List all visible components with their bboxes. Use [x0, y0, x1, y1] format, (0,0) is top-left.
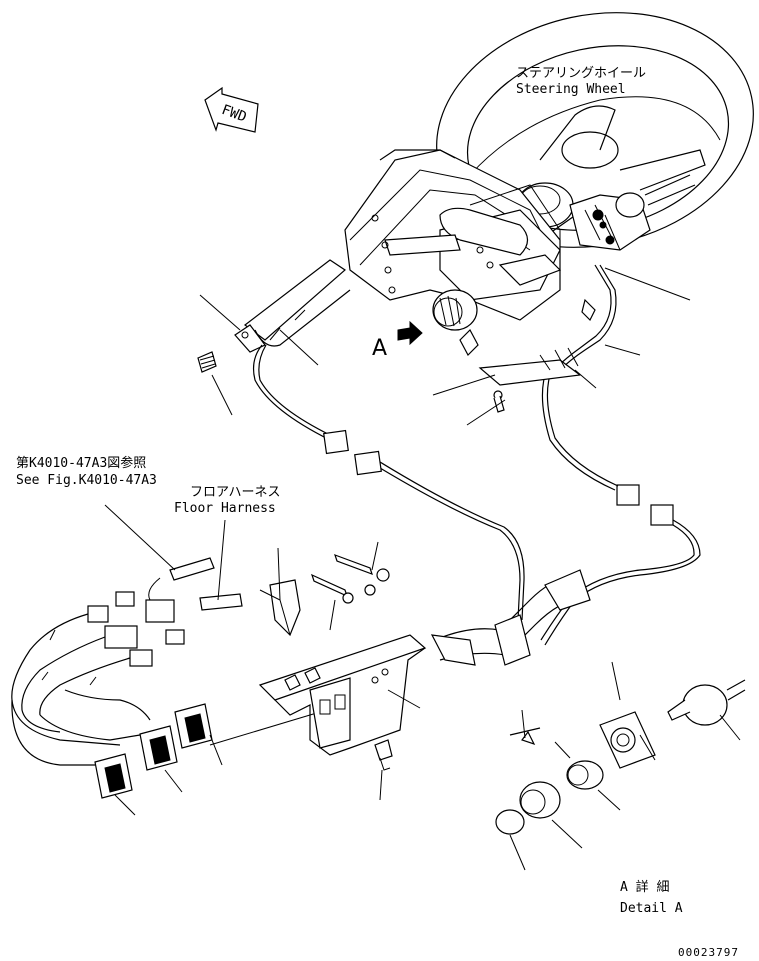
- detail-a-label-jp: A 詳 細: [620, 879, 669, 895]
- switch-harness: [11, 557, 321, 799]
- view-a-label: A: [372, 336, 387, 361]
- upper-harness: [197, 264, 701, 666]
- switch-bracket: [258, 554, 427, 771]
- steering-wheel-label-jp: ステアリングホイール: [516, 66, 646, 81]
- fwd-arrow: FWD: [204, 86, 259, 133]
- drawing-number: 00023797: [678, 946, 739, 959]
- floor-harness-label-en: Floor Harness: [174, 501, 276, 516]
- detail-a-parts: [495, 679, 746, 835]
- floor-harness-label-jp: フロアハーネス: [190, 485, 280, 500]
- steering-column-bracket: [234, 149, 596, 356]
- see-fig-label-jp: 第K4010-47A3図参照: [16, 455, 146, 471]
- view-a-arrow: A: [372, 320, 423, 361]
- steering-wheel-label-en: Steering Wheel: [516, 82, 626, 97]
- see-fig-label-en: See Fig.K4010-47A3: [16, 473, 157, 488]
- leader-lines: [104, 267, 741, 871]
- detail-a-label-en: Detail A: [620, 901, 683, 916]
